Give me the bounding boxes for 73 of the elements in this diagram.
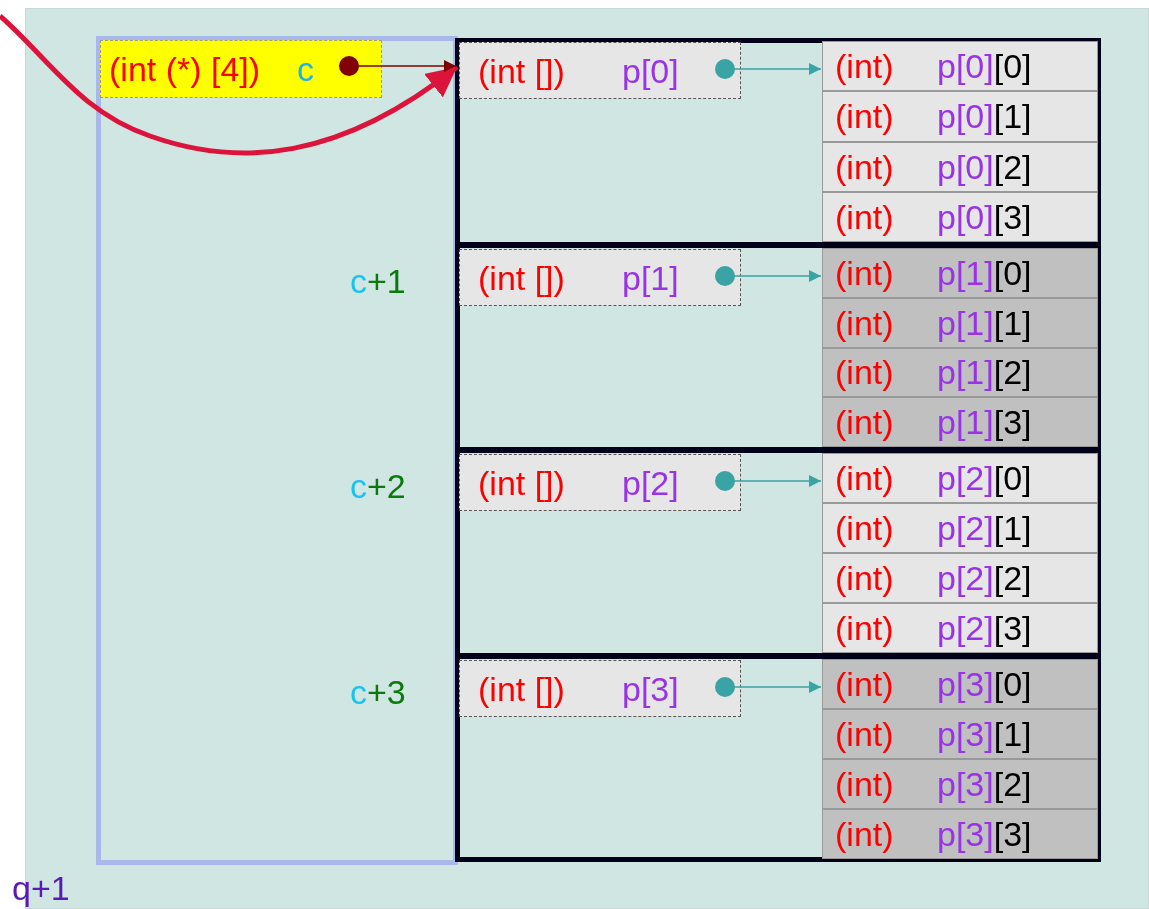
variable-name: p[3][0]: [937, 664, 1032, 704]
variable-name: p[3]: [622, 668, 679, 709]
type-label: (int []): [478, 668, 565, 709]
variable-name: p[0][0]: [937, 46, 1032, 87]
memory-cell: [822, 91, 1098, 142]
offset-label: c+1: [350, 261, 406, 301]
pointer-cell: [459, 249, 741, 306]
variable-name: p[1][1]: [937, 302, 1032, 343]
variable-name: p[2][0]: [937, 458, 1032, 498]
memory-cell: [822, 603, 1098, 653]
variable-name: p[0][1]: [937, 96, 1032, 137]
pointer-label: q+1: [12, 868, 70, 908]
memory-cell: [822, 141, 1098, 192]
variable-name: p[1][3]: [937, 402, 1032, 443]
type-label: (int): [835, 814, 894, 854]
variable-name: p[3][1]: [937, 714, 1032, 754]
offset-label: c+3: [350, 672, 406, 712]
memory-cell: [822, 809, 1098, 859]
type-label: (int): [835, 402, 894, 443]
pointer-cell: [459, 454, 741, 511]
type-label: (int []): [478, 50, 565, 91]
type-label: (int): [835, 714, 894, 754]
memory-cell: [822, 248, 1098, 298]
pointer-cell: [459, 660, 741, 717]
variable-name: p[2][2]: [937, 558, 1032, 598]
memory-cell: [822, 191, 1098, 242]
variable-name: p[2][3]: [937, 608, 1032, 648]
memory-cell: [822, 553, 1098, 603]
variable-name: p[0][2]: [937, 146, 1032, 187]
type-label: (int): [835, 96, 894, 137]
memory-cell: [822, 41, 1098, 92]
variable-name: p[1][2]: [937, 352, 1032, 393]
type-label: (int): [835, 608, 894, 648]
variable-name: p[2][1]: [937, 508, 1032, 548]
memory-cell: [822, 709, 1098, 759]
type-label: (int): [835, 664, 894, 704]
type-label: (int): [835, 458, 894, 498]
type-label: (int): [835, 508, 894, 548]
offset-label: c+2: [350, 466, 406, 506]
type-label: (int): [835, 764, 894, 804]
arrow: [715, 471, 822, 491]
type-label: (int): [835, 558, 894, 598]
arrow: [0, 14, 459, 156]
variable-name: p[0][3]: [937, 196, 1032, 237]
type-label: (int): [835, 252, 894, 293]
arrow: [339, 56, 457, 76]
arrow: [715, 677, 822, 697]
memory-cell: [822, 759, 1098, 809]
memory-cell: [822, 453, 1098, 503]
memory-cell: [822, 297, 1098, 348]
variable-name: p[0]: [622, 50, 679, 91]
type-label: (int []): [478, 257, 565, 298]
type-label: (int): [835, 46, 894, 87]
variable-name: c: [297, 49, 314, 89]
type-label: (int (*) [4]): [109, 49, 261, 89]
memory-cell: [822, 659, 1098, 709]
variable-name: p[1][0]: [937, 252, 1032, 293]
type-label: (int): [835, 196, 894, 237]
variable-name: p[3][2]: [937, 764, 1032, 804]
variable-name: p[2]: [622, 462, 679, 503]
pointer-cell: [459, 42, 741, 99]
type-label: (int): [835, 302, 894, 343]
type-label: (int): [835, 352, 894, 393]
variable-name: p[1]: [622, 257, 679, 298]
pointer-box: [100, 40, 382, 98]
type-label: (int): [835, 146, 894, 187]
type-label: (int []): [478, 462, 565, 503]
memory-cell: [822, 347, 1098, 398]
arrow: [715, 266, 822, 286]
memory-cell: [822, 503, 1098, 553]
memory-cell: [822, 397, 1098, 447]
arrow: [715, 59, 822, 79]
variable-name: p[3][3]: [937, 814, 1032, 854]
